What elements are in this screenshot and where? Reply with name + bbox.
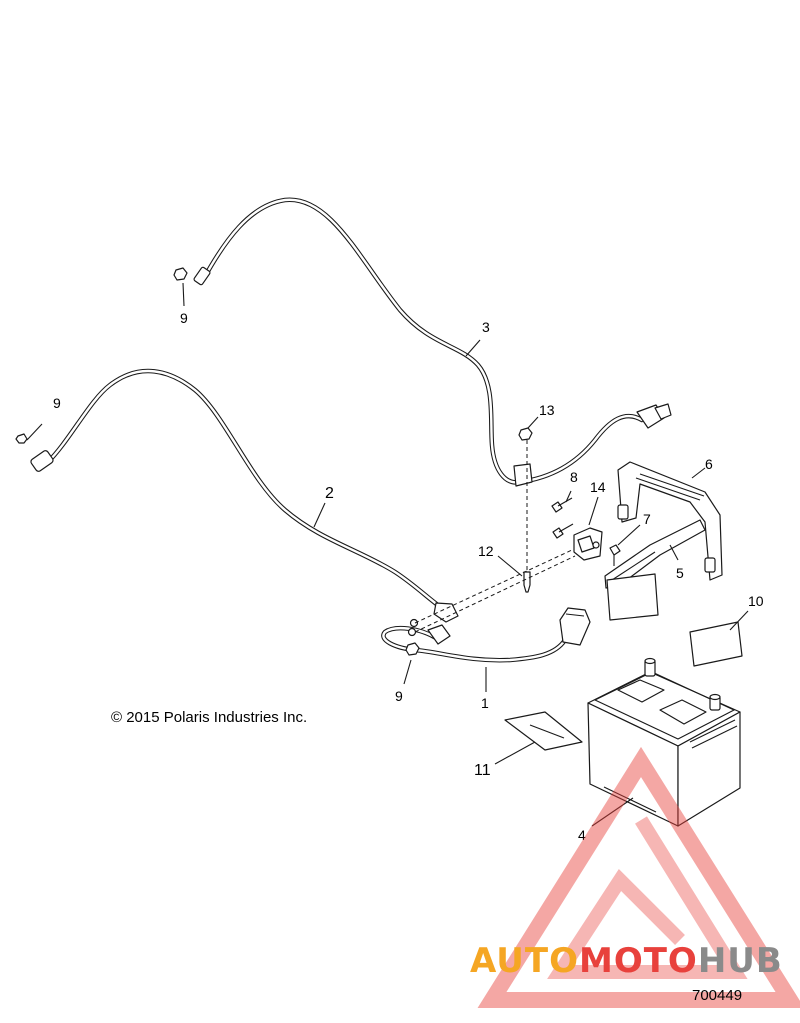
callout-12: 12 xyxy=(478,543,494,559)
callout-9-bottom: 9 xyxy=(395,688,403,704)
nut-13 xyxy=(518,427,533,441)
strap-6 xyxy=(617,461,723,581)
callout-11: 11 xyxy=(474,762,491,779)
part-number: 700449 xyxy=(692,987,742,1004)
watermark-word-hub: HUB xyxy=(698,941,783,981)
callout-9-left: 9 xyxy=(53,395,61,411)
callout-13: 13 xyxy=(539,402,555,418)
label-11 xyxy=(504,711,583,751)
copyright-text: © 2015 Polaris Industries Inc. xyxy=(111,709,307,726)
callout-6: 6 xyxy=(705,456,713,472)
nut-9-top xyxy=(173,267,188,281)
watermark-triangle-inner xyxy=(547,816,748,979)
bolt-12 xyxy=(523,571,531,593)
callout-9-top: 9 xyxy=(180,310,188,326)
pad-label xyxy=(606,573,659,621)
nut-9-left xyxy=(15,433,28,444)
watermark-triangle-outer xyxy=(477,746,800,1008)
callout-14: 14 xyxy=(590,479,606,495)
bracket-14 xyxy=(573,527,603,561)
bolt-8 xyxy=(551,497,574,539)
assembly-guides xyxy=(414,440,576,633)
nut-9-bottom xyxy=(405,642,420,656)
watermark-wordmark: AUTOMOTOHUB xyxy=(470,941,783,981)
callouts: 1 2 3 4 5 6 7 8 9 9 9 10 11 12 13 14 xyxy=(53,310,764,843)
callout-8: 8 xyxy=(570,469,578,485)
cable-2 xyxy=(30,368,459,623)
watermark-word-moto: MOTO xyxy=(579,941,698,981)
label-10 xyxy=(689,621,743,667)
battery-4 xyxy=(587,657,741,827)
callout-7: 7 xyxy=(643,511,651,527)
watermark-logo xyxy=(477,746,800,1008)
callout-10: 10 xyxy=(748,593,764,609)
callout-1: 1 xyxy=(481,695,489,711)
callout-3: 3 xyxy=(482,319,490,335)
watermark-word-auto: AUTO xyxy=(470,941,579,981)
callout-2: 2 xyxy=(325,485,334,502)
svg-text:AUTOMOTOHUB: AUTOMOTOHUB xyxy=(470,941,783,981)
screw-7 xyxy=(609,544,621,566)
leader-lines xyxy=(26,282,749,827)
cable-3 xyxy=(193,197,672,487)
callout-4: 4 xyxy=(578,827,586,843)
callout-5: 5 xyxy=(676,565,684,581)
